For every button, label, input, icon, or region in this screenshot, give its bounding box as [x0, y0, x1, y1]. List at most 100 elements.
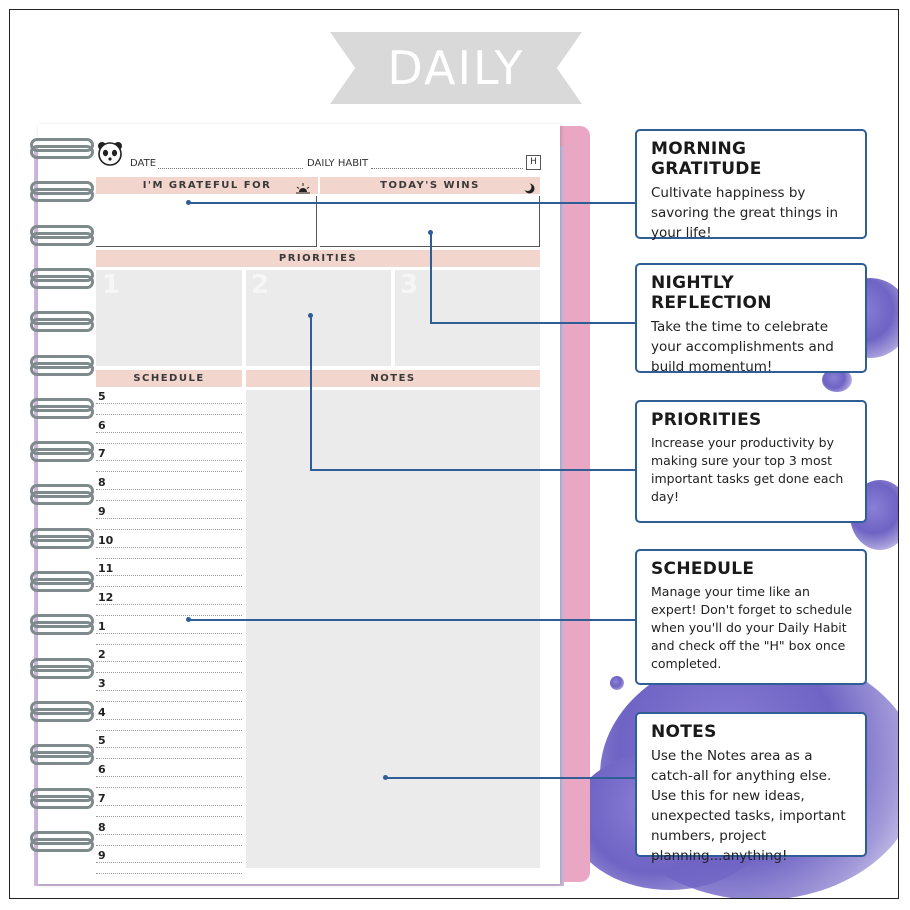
- schedule-line[interactable]: [96, 690, 242, 691]
- callout-nightly-reflection: NIGHTLY REFLECTION Take the time to cele…: [635, 263, 867, 375]
- spiral-ring: [30, 145, 94, 159]
- schedule-line[interactable]: [96, 844, 242, 846]
- sunrise-icon: [296, 179, 310, 198]
- schedule-line[interactable]: [96, 643, 242, 645]
- leader-line: [188, 202, 635, 204]
- grateful-header-label: I'M GRATEFUL FOR: [142, 180, 272, 191]
- callout-title: MORNING GRATITUDE: [651, 139, 762, 179]
- notes-header-label: NOTES: [370, 373, 416, 384]
- spiral-ring: [30, 578, 94, 592]
- callout-body: Use the Notes area as a catch-all for an…: [651, 748, 846, 864]
- callout-title: SCHEDULE: [651, 559, 755, 579]
- schedule-line[interactable]: [96, 460, 242, 462]
- callout-title: NOTES: [651, 722, 717, 742]
- spiral-ring: [30, 181, 94, 196]
- priority-box-3[interactable]: [395, 270, 540, 366]
- callout-priorities: PRIORITIES Increase your productivity by…: [635, 400, 867, 523]
- notes-header: NOTES: [246, 370, 540, 387]
- callout-morning-gratitude: MORNING GRATITUDE Cultivate happiness by…: [635, 129, 867, 241]
- schedule-line[interactable]: [96, 862, 242, 864]
- schedule-line[interactable]: [96, 586, 242, 588]
- schedule-line[interactable]: [96, 528, 242, 530]
- spiral-ring: [30, 274, 94, 289]
- schedule-line[interactable]: [96, 500, 242, 502]
- schedule-line[interactable]: [96, 833, 242, 835]
- schedule-hour: 6: [98, 418, 106, 432]
- callout-notes: NOTES Use the Notes area as a catch-all …: [635, 712, 867, 864]
- schedule-line[interactable]: [96, 546, 242, 548]
- schedule-hour: 1: [98, 619, 106, 633]
- schedule-line[interactable]: [96, 718, 242, 720]
- schedule-line[interactable]: [96, 804, 242, 806]
- callout-body: Increase your productivity by making sur…: [651, 435, 844, 504]
- schedule-line[interactable]: [96, 603, 242, 605]
- wins-header: TODAY'S WINS: [320, 177, 540, 194]
- spiral-ring: [30, 837, 94, 852]
- leader-line: [310, 315, 312, 471]
- schedule-line[interactable]: [96, 442, 242, 444]
- schedule-line[interactable]: [96, 787, 242, 789]
- priority-box-1[interactable]: [96, 270, 242, 366]
- spiral-ring: [30, 621, 94, 636]
- schedule-hour: 7: [98, 791, 106, 805]
- watercolor-splash: [610, 676, 624, 690]
- banner-title: DAILY: [387, 41, 525, 95]
- schedule-line[interactable]: [96, 517, 242, 519]
- spiral-ring: [30, 354, 94, 369]
- habit-checkbox[interactable]: H: [526, 155, 541, 170]
- moon-icon: [523, 179, 535, 198]
- spiral-ring: [30, 657, 94, 672]
- schedule-hour: 11: [98, 562, 114, 576]
- priorities-header: PRIORITIES: [96, 250, 540, 267]
- schedule-line[interactable]: [96, 873, 242, 875]
- callout-title: NIGHTLY REFLECTION: [651, 273, 772, 313]
- spiral-ring: [30, 491, 94, 506]
- spiral-ring: [30, 744, 94, 759]
- spiral-ring: [30, 534, 94, 549]
- schedule-line[interactable]: [96, 414, 242, 415]
- priorities-header-label: PRIORITIES: [278, 253, 358, 264]
- product-image-frame: DAILY DATE DAILY HABIT H I'M GRATEFUL FO…: [9, 9, 899, 899]
- spiral-ring: [30, 267, 94, 282]
- grateful-box[interactable]: [96, 196, 317, 247]
- wins-header-label: TODAY'S WINS: [380, 180, 480, 191]
- schedule-hour: 9: [98, 849, 106, 863]
- date-field[interactable]: [158, 168, 303, 169]
- schedule-line[interactable]: [96, 471, 242, 473]
- grateful-header: I'M GRATEFUL FOR: [96, 177, 318, 194]
- spiral-ring: [30, 318, 94, 333]
- schedule-hour: 8: [98, 820, 106, 834]
- schedule-line[interactable]: [96, 672, 242, 674]
- callout-schedule: SCHEDULE Manage your time like an expert…: [635, 549, 867, 685]
- schedule-hour: 7: [98, 447, 106, 461]
- daily-habit-field[interactable]: [371, 168, 523, 169]
- planner-page: DATE DAILY HABIT H I'M GRATEFUL FOR TODA…: [30, 124, 560, 884]
- spiral-ring: [30, 224, 94, 239]
- schedule-line[interactable]: [96, 758, 242, 760]
- schedule-line[interactable]: [96, 575, 242, 577]
- notes-area[interactable]: [246, 390, 540, 868]
- leader-line: [430, 232, 432, 324]
- schedule-line[interactable]: [96, 489, 242, 491]
- schedule-line[interactable]: [96, 776, 242, 778]
- schedule-line[interactable]: [96, 614, 242, 616]
- daily-habit-label: DAILY HABIT: [307, 158, 369, 169]
- schedule-line[interactable]: [96, 431, 242, 433]
- schedule-line[interactable]: [96, 729, 242, 731]
- banner-ribbon: [330, 32, 582, 104]
- callout-body: Cultivate happiness by savoring the grea…: [651, 185, 839, 241]
- schedule-line[interactable]: [96, 632, 242, 634]
- schedule-line[interactable]: [96, 403, 242, 404]
- schedule-hour: 2: [98, 648, 106, 662]
- schedule-line[interactable]: [96, 815, 242, 817]
- priority-box-2[interactable]: [246, 270, 391, 366]
- spiral-ring: [30, 441, 94, 456]
- spiral-ring: [30, 751, 94, 766]
- schedule-header: SCHEDULE: [96, 370, 242, 387]
- schedule-line[interactable]: [96, 747, 242, 749]
- spiral-ring: [30, 448, 94, 463]
- schedule-line[interactable]: [96, 557, 242, 559]
- schedule-line[interactable]: [96, 661, 242, 663]
- schedule-line[interactable]: [96, 701, 242, 702]
- schedule-hour: 4: [98, 705, 106, 719]
